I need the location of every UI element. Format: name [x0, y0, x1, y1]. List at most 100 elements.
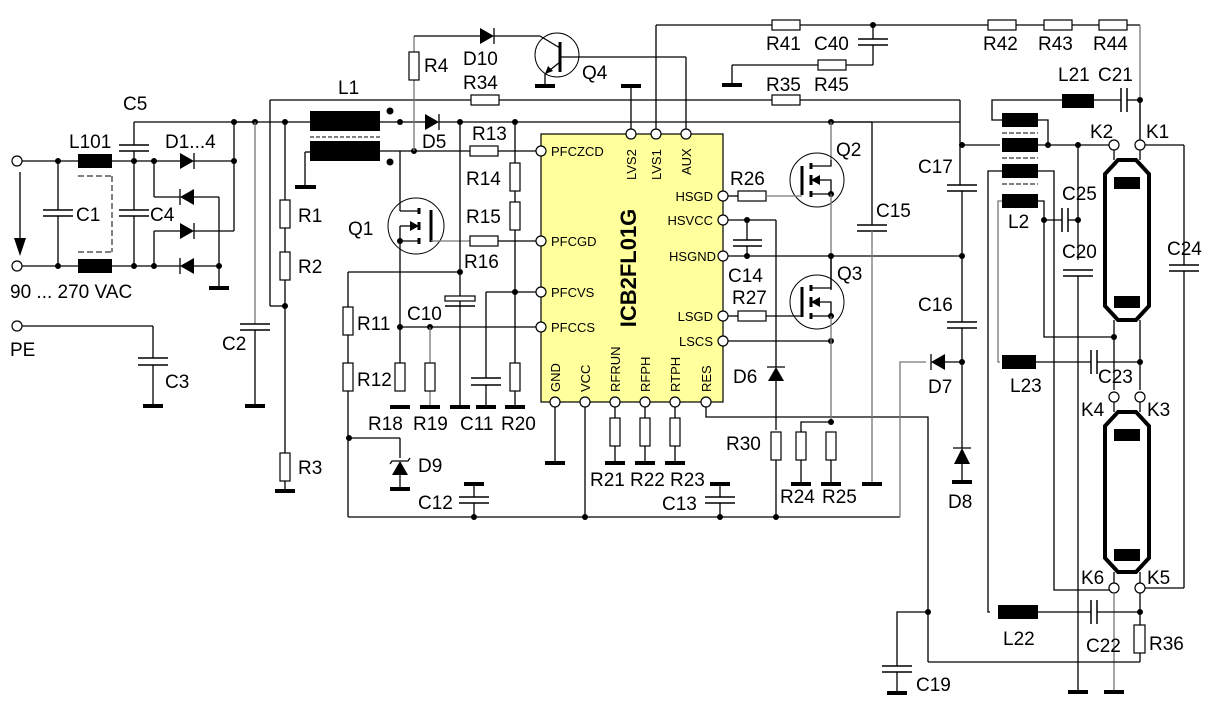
r44-resistor [1098, 19, 1128, 31]
r3-resistor [279, 452, 291, 482]
q3-mosfet [789, 274, 845, 330]
c4-label: C4 [150, 205, 175, 226]
r18-label: R18 [368, 414, 403, 435]
ic-name: ICB2FL01G [616, 209, 641, 328]
pin-rtph: RTPH [668, 357, 683, 392]
c23-label: C23 [1098, 367, 1133, 388]
pe-terminal [11, 320, 23, 332]
input-terminal-l [11, 155, 23, 167]
r16-resistor [469, 235, 499, 247]
r12-label: R12 [357, 370, 392, 391]
l2-winding-4 [1002, 194, 1038, 208]
r20-resistor [509, 362, 521, 392]
r26-label: R26 [730, 169, 765, 190]
c20-label: C20 [1062, 242, 1097, 263]
r43-resistor [1043, 19, 1073, 31]
l22-inductor [998, 605, 1038, 619]
l23-label: L23 [1010, 376, 1042, 397]
q1-label: Q1 [348, 219, 373, 240]
r3-label: R3 [298, 458, 322, 479]
r4-resistor [408, 51, 420, 81]
d6-label: D6 [733, 367, 757, 388]
l2-label: L2 [1008, 212, 1029, 233]
r30-resistor [770, 431, 782, 461]
d6-diode [768, 367, 784, 381]
d9-zener [392, 461, 408, 475]
c15-label: C15 [876, 201, 911, 222]
r22-label: R22 [630, 470, 665, 491]
r23-resistor [669, 417, 681, 447]
c5-label: C5 [123, 94, 147, 115]
r11-label: R11 [357, 314, 390, 335]
r36-resistor [1133, 624, 1146, 654]
r43-label: R43 [1038, 34, 1073, 55]
r18-resistor [394, 362, 406, 392]
r25-resistor [825, 431, 837, 461]
k5-label: K5 [1147, 568, 1170, 589]
l101-label: L101 [69, 132, 111, 153]
pin-rfph: RFPH [638, 357, 653, 392]
d10-label: D10 [463, 49, 498, 70]
d7-label: D7 [928, 377, 952, 398]
top-feedback-network: R41 C40 R35 R45 R42 R43 R44 [655, 19, 1141, 140]
r45-label: R45 [814, 75, 849, 96]
c22-label: C22 [1086, 636, 1121, 657]
r16-label: R16 [464, 252, 499, 273]
r13-label: R13 [472, 124, 507, 145]
pin-res: RES [699, 365, 714, 392]
pfc-section: L1 D5 R4 D10 R34 Q4 [295, 28, 960, 520]
c19-label: C19 [916, 675, 951, 696]
r34-resistor [470, 94, 500, 106]
r30-label: R30 [726, 434, 761, 455]
r1-resistor [279, 199, 291, 229]
q2-mosfet [789, 152, 845, 208]
c40-label: C40 [814, 34, 849, 55]
c10-label: C10 [407, 304, 442, 325]
r24-label: R24 [780, 487, 815, 508]
k3-label: K3 [1147, 400, 1170, 421]
pin-hsvcc: HSVCC [667, 213, 713, 228]
snubber-column: C17 C16 D7 D8 [918, 100, 1000, 513]
l21-inductor [1062, 94, 1094, 108]
pin-lvs1: LVS1 [649, 149, 664, 180]
q1-mosfet [387, 197, 445, 255]
r35-label: R35 [766, 75, 801, 96]
r44-label: R44 [1093, 34, 1128, 55]
l1-inductor [310, 111, 380, 131]
r19-resistor [424, 362, 436, 392]
k1-label: K1 [1146, 122, 1169, 143]
input-voltage-label: 90 ... 270 VAC [10, 282, 132, 303]
l2-winding-1 [1002, 113, 1038, 127]
r19-label: R19 [413, 414, 448, 435]
l21-label: L21 [1058, 65, 1090, 86]
r27-label: R27 [732, 288, 767, 309]
pin-lsgd: LSGD [678, 309, 713, 324]
r13-resistor [469, 145, 499, 157]
pin-lscs: LSCS [679, 334, 713, 349]
l101-inductor [78, 154, 112, 168]
r4-label: R4 [424, 56, 449, 77]
l1-label: L1 [338, 78, 359, 99]
r26-resistor [737, 190, 767, 202]
r41-resistor [771, 19, 801, 31]
c14-label: C14 [728, 266, 763, 287]
k4-label: K4 [1081, 400, 1105, 421]
input-section: 90 ... 270 VAC PE C3 C1 L101 C4 [10, 94, 258, 408]
r41-label: R41 [766, 34, 801, 55]
lamp-1 [1103, 158, 1151, 322]
pin-hsgnd: HSGND [669, 249, 716, 264]
pin-rfrun: RFRUN [608, 347, 623, 393]
c13-label: C13 [662, 494, 697, 515]
l2-winding-2 [1002, 138, 1038, 152]
r11-resistor [342, 306, 354, 336]
ic-bottom-periphery: R21 R22 R23 C13 [545, 407, 929, 662]
c11-label: C11 [460, 414, 493, 435]
r35-resistor [771, 94, 801, 106]
r14-resistor [509, 162, 521, 192]
half-bridge-section: Q2 R26 C14 Q3 R27 [726, 119, 963, 520]
c10-capacitor [444, 295, 476, 302]
c2-label: C2 [222, 334, 246, 355]
r23-label: R23 [670, 470, 705, 491]
d1-4-label: D1...4 [165, 132, 216, 153]
